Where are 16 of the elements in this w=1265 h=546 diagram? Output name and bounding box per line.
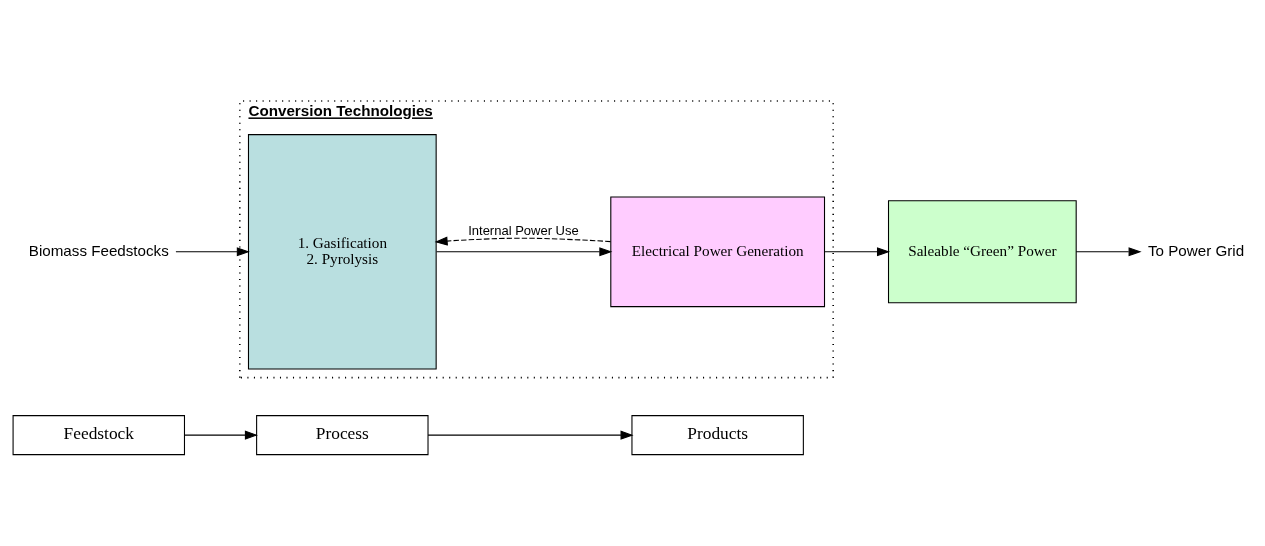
- arrow: [824, 246, 890, 256]
- node-text: Biomass Feedstocks: [28, 241, 169, 259]
- node-box: Feedstock: [12, 414, 185, 455]
- arrow: [175, 246, 250, 256]
- node-box: Process: [256, 414, 429, 455]
- arrow: [184, 430, 258, 440]
- arrow: [1075, 246, 1142, 256]
- arrow: [434, 236, 612, 246]
- node-box: Products: [631, 414, 804, 455]
- node-box: 1. Gasification 2. Pyrolysis: [247, 133, 437, 369]
- node-box: Electrical Power Generation: [610, 196, 826, 307]
- edge-label: Internal Power Use: [468, 222, 579, 238]
- arrow: [436, 246, 613, 256]
- arrow: [427, 430, 634, 440]
- node-box: Saleable “Green” Power: [887, 199, 1077, 303]
- node-text: To Power Grid: [1147, 241, 1245, 259]
